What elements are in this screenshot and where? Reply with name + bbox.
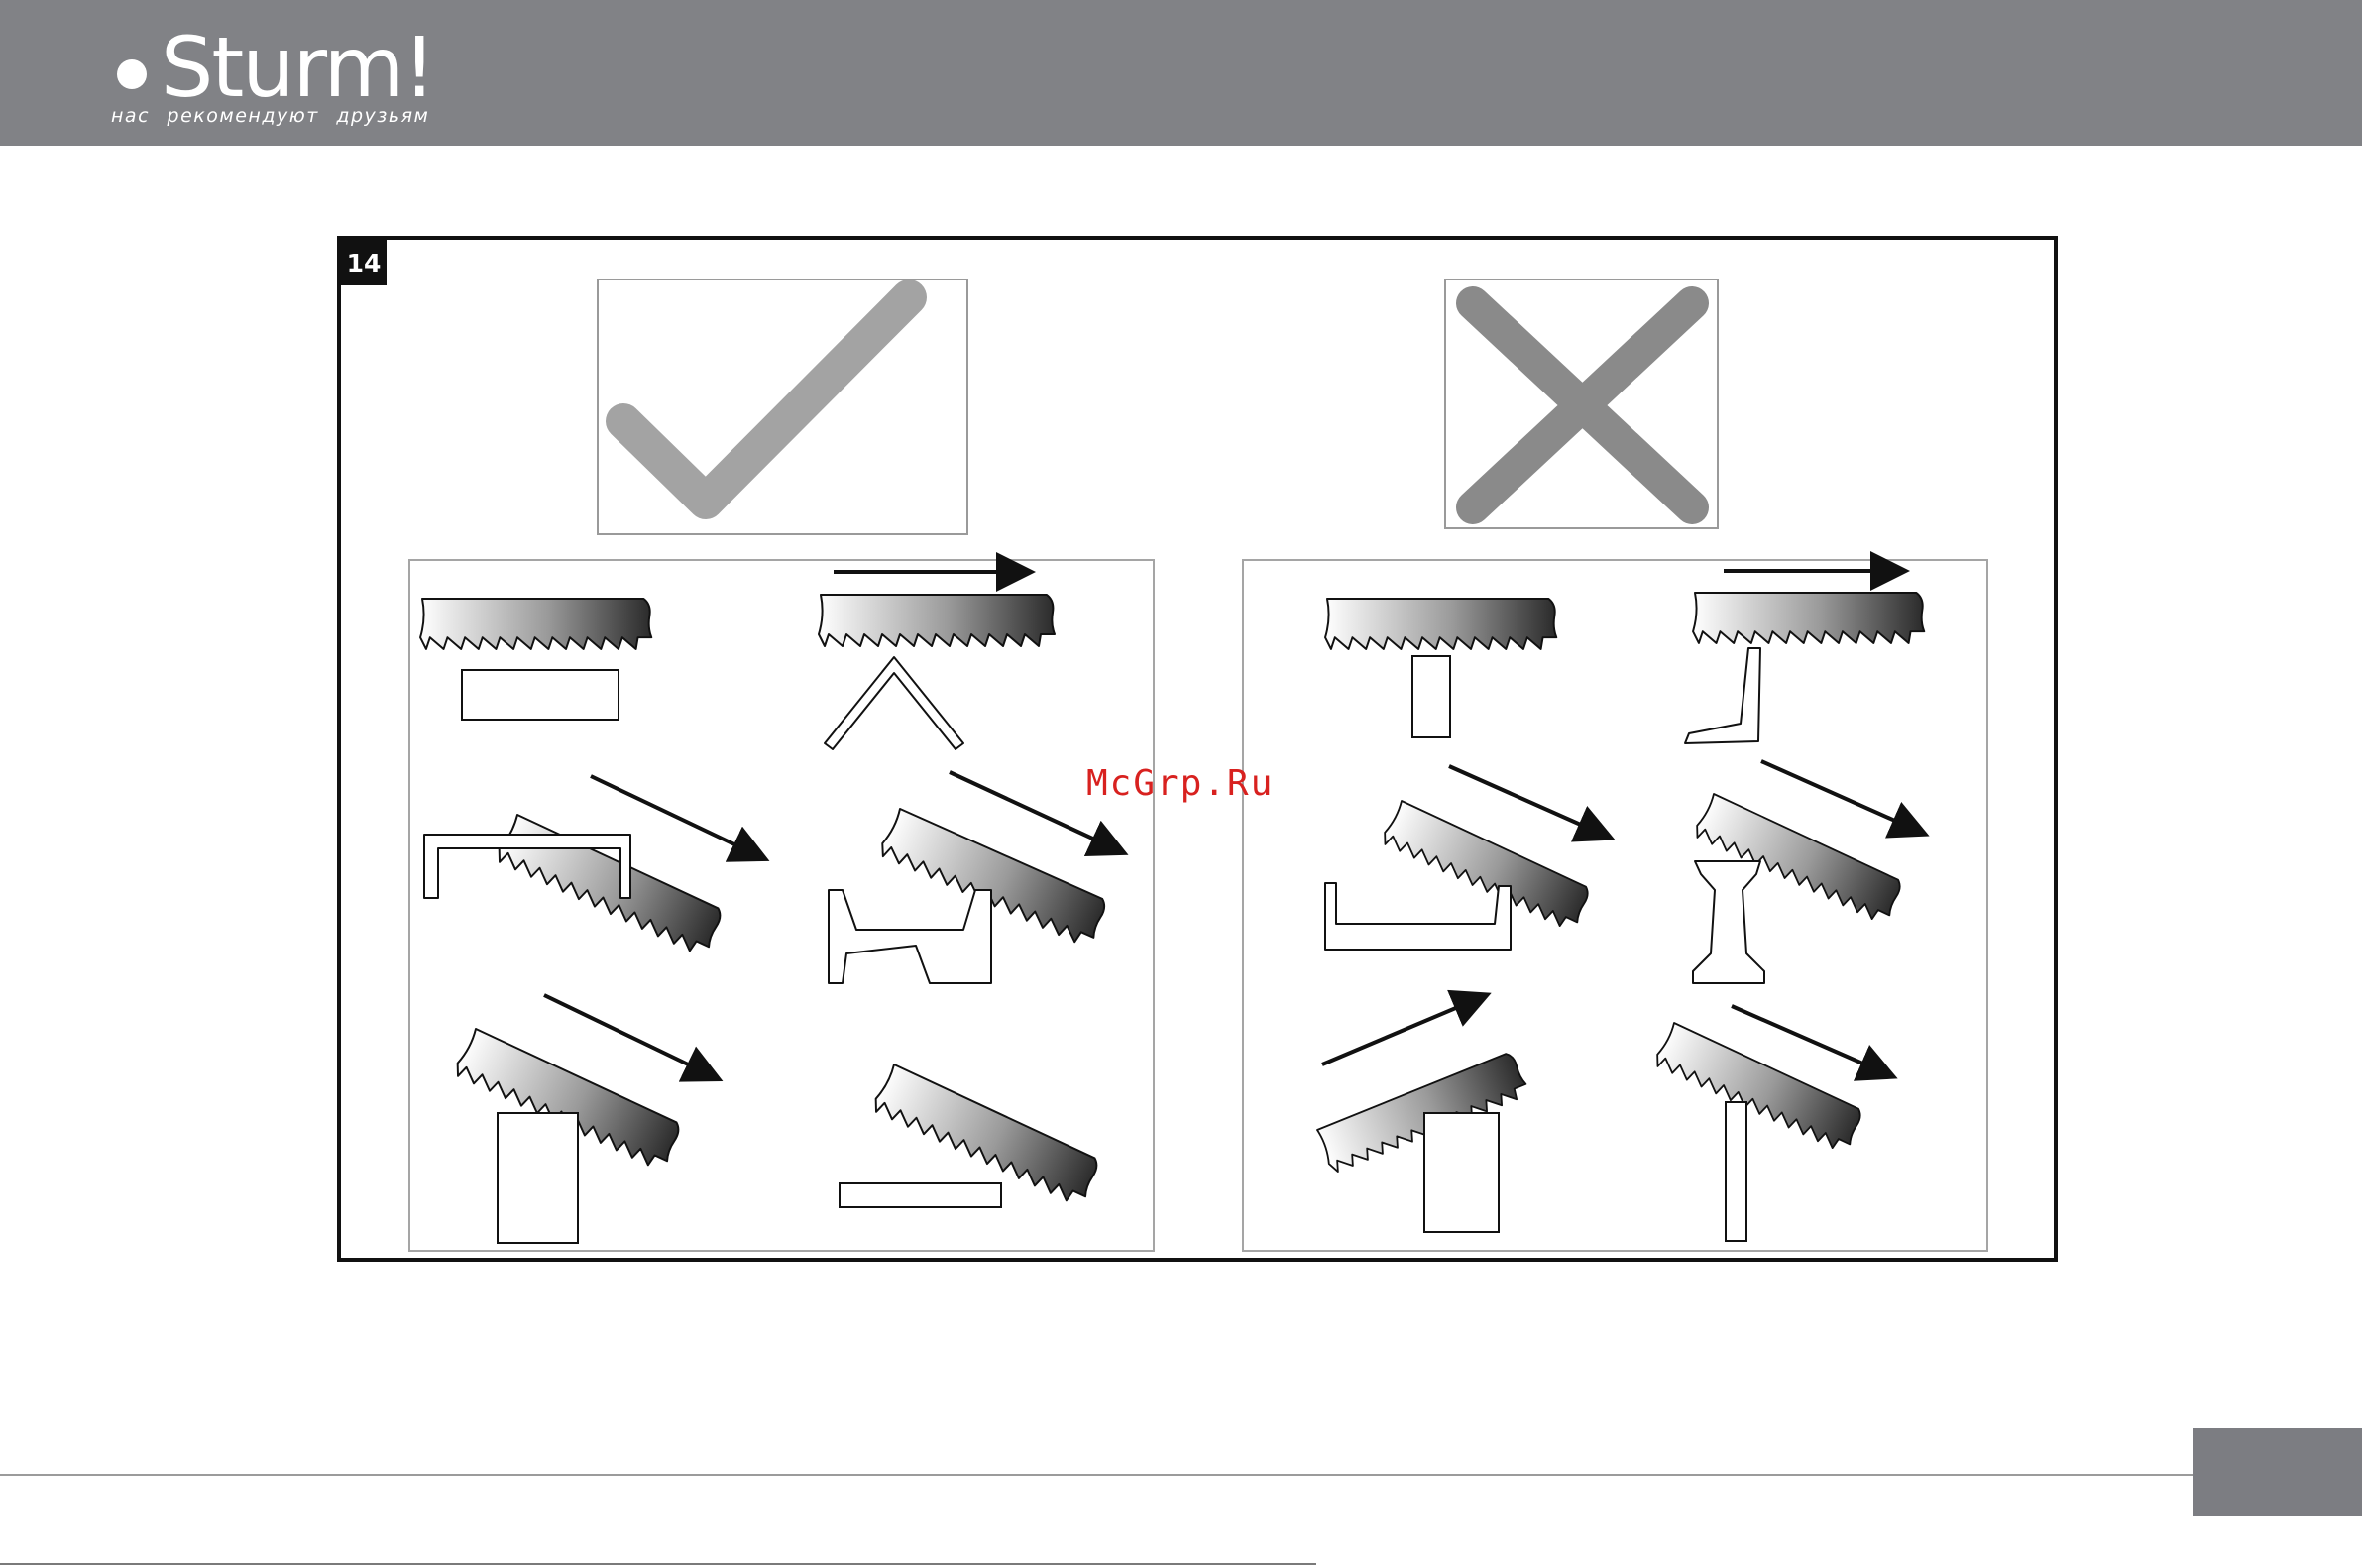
logo-brand-name: Sturm! bbox=[161, 20, 434, 115]
correct-examples-panel bbox=[409, 560, 1154, 1251]
footer-rule bbox=[0, 1474, 2193, 1476]
logo-dot bbox=[117, 59, 147, 89]
check-icon bbox=[598, 280, 967, 534]
sturm-logo: Sturm! нас рекомендуют друзьям bbox=[111, 28, 468, 133]
figure-14: 14 bbox=[337, 236, 2058, 1262]
watermark: McGrp.Ru bbox=[1086, 763, 1274, 804]
incorrect-examples-panel bbox=[1243, 560, 1987, 1251]
logo-tagline: нас рекомендуют друзьям bbox=[111, 105, 429, 127]
figure-illustration bbox=[341, 240, 2054, 1258]
bottom-rule bbox=[0, 1563, 1316, 1565]
figure-number: 14 bbox=[341, 240, 387, 285]
page-number-tab bbox=[2193, 1428, 2362, 1516]
page-header: Sturm! нас рекомендуют друзьям bbox=[0, 0, 2362, 146]
cross-icon bbox=[1445, 280, 1718, 528]
